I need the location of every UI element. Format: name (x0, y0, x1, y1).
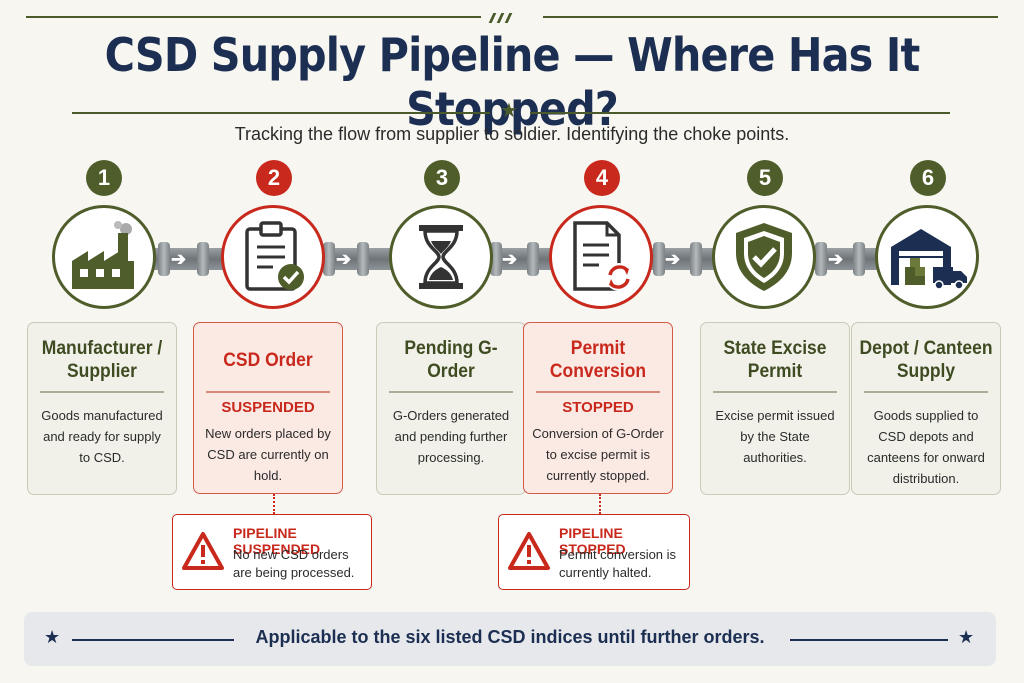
stage-icon-circle (221, 205, 325, 309)
footer-banner: ★ Applicable to the six listed CSD indic… (24, 612, 996, 666)
stage-description: Goods manufactured and ready for supply … (41, 408, 163, 465)
stage-card-depot-canteen: Depot / Canteen Supply Goods supplied to… (851, 322, 1001, 495)
shield-check-icon (736, 223, 792, 291)
page-title: CSD Supply Pipeline — Where Has It Stopp… (104, 28, 921, 136)
footer-rule-left (72, 639, 234, 641)
card-divider (206, 391, 330, 393)
stage-card-state-excise-permit: State Excise Permit Excise permit issued… (700, 322, 850, 495)
stage-card-manufacturer: Manufacturer / Supplier Goods manufactur… (27, 322, 177, 495)
pipe-coupler (690, 242, 702, 276)
connector-line (599, 494, 601, 514)
flow-arrow-icon: ➔ (336, 249, 352, 269)
factory-icon (72, 221, 134, 289)
warning-icon (182, 532, 224, 570)
title-underline-right (530, 112, 950, 114)
pipe-coupler (158, 242, 170, 276)
stage-description: Excise permit issued by the State author… (715, 408, 835, 465)
status-badge: SUSPENDED (221, 399, 315, 416)
pipe-coupler (323, 242, 335, 276)
warehouse-truck-icon (891, 229, 967, 290)
stage-number-badge: 1 (86, 160, 122, 196)
pipe-coupler (197, 242, 209, 276)
card-divider (389, 391, 513, 393)
stage-card-pending-g-order: Pending G-Order G-Orders generated and p… (376, 322, 526, 495)
star-icon: ★ (44, 627, 61, 647)
stage-description: Goods supplied to CSD depots and canteen… (867, 408, 985, 486)
stage-icon-circle (549, 205, 653, 309)
pipe-coupler (357, 242, 369, 276)
page-subtitle: Tracking the flow from supplier to soldi… (234, 124, 790, 144)
stage-icon-circle (389, 205, 493, 309)
flow-arrow-icon: ➔ (828, 249, 844, 269)
pipe-coupler (490, 242, 502, 276)
hourglass-icon (419, 225, 463, 289)
stage-title: Depot / Canteen Supply (859, 338, 993, 382)
pipe-coupler (527, 242, 539, 276)
stage-icon-circle (875, 205, 979, 309)
footer-note: Applicable to the six listed CSD indices… (255, 627, 765, 647)
pipe-coupler (815, 242, 827, 276)
header-rule-right (543, 16, 998, 18)
flow-arrow-icon: ➔ (502, 249, 518, 269)
card-divider (864, 391, 988, 393)
stage-icon-circle (52, 205, 156, 309)
status-badge: STOPPED (562, 399, 634, 416)
star-icon: ★ (500, 100, 518, 122)
stage-description: G-Orders generated and pending further p… (392, 408, 510, 465)
stage-number-badge: 4 (584, 160, 620, 196)
alert-pipeline-suspended: PIPELINE SUSPENDED No new CSD orders are… (172, 514, 372, 590)
pipe-coupler (653, 242, 665, 276)
stage-number-badge: 6 (910, 160, 946, 196)
header-ornament (488, 10, 515, 28)
header-rule-left (26, 16, 481, 18)
stage-card-csd-order: CSD Order SUSPENDED New orders placed by… (193, 322, 343, 494)
alert-title: PIPELINE SUSPENDED (233, 525, 321, 557)
stage-title: State Excise Permit (723, 338, 827, 382)
stage-title: CSD Order (223, 350, 313, 371)
stage-card-permit-conversion: Permit Conversion STOPPED Conversion of … (523, 322, 673, 494)
clipboard-check-icon (245, 221, 304, 291)
pipe-coupler (853, 242, 865, 276)
stage-description: Conversion of G-Order to excise permit i… (532, 426, 664, 483)
title-underline-left (72, 112, 490, 114)
card-divider (40, 391, 164, 393)
stage-title: Pending G-Order (404, 338, 498, 382)
stage-number-badge: 5 (747, 160, 783, 196)
footer-rule-right (790, 639, 948, 641)
stage-number-badge: 3 (424, 160, 460, 196)
connector-line (273, 494, 275, 514)
alert-pipeline-stopped: PIPELINE STOPPED Permit conversion is cu… (498, 514, 690, 590)
alert-title: PIPELINE STOPPED (559, 525, 626, 557)
stage-number-badge: 2 (256, 160, 292, 196)
alert-body: No new CSD orders are being processed. (233, 547, 355, 580)
document-refresh-icon (573, 221, 633, 291)
warning-icon (508, 532, 550, 570)
alert-body: Permit conversion is currently halted. (559, 547, 677, 580)
card-divider (536, 391, 660, 393)
stage-title: Manufacturer / Supplier (41, 338, 163, 382)
stage-title: Permit Conversion (549, 338, 647, 382)
flow-arrow-icon: ➔ (665, 249, 681, 269)
card-divider (713, 391, 837, 393)
flow-arrow-icon: ➔ (171, 249, 187, 269)
star-icon: ★ (958, 627, 975, 647)
stage-description: New orders placed by CSD are currently o… (205, 426, 331, 483)
stage-icon-circle (712, 205, 816, 309)
